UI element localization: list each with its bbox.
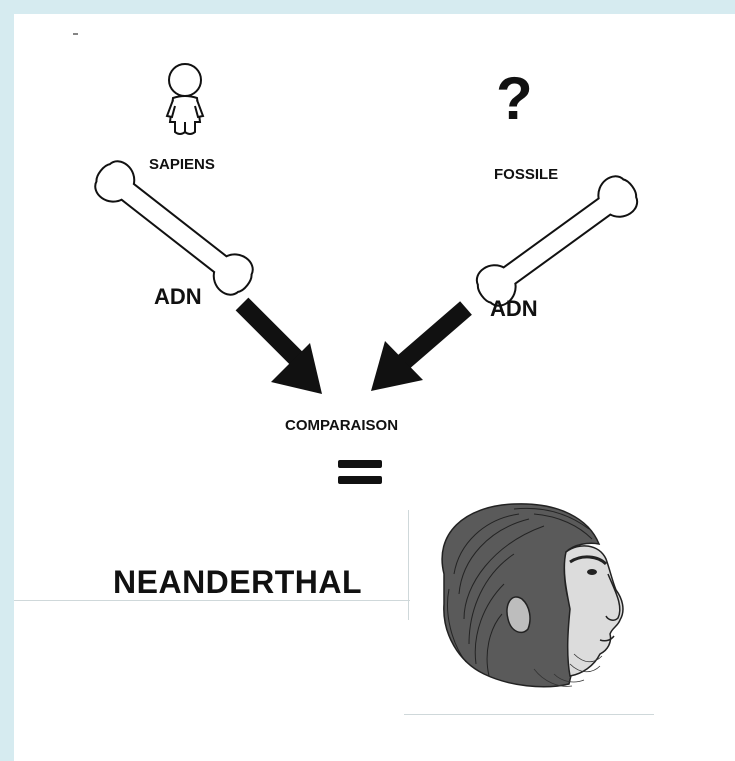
question-mark: ?: [496, 64, 533, 133]
neanderthal-label: NEANDERTHAL: [113, 564, 362, 601]
equals-icon: [338, 460, 382, 484]
comparaison-label: COMPARAISON: [285, 417, 398, 434]
sapiens-label: SAPIENS: [149, 156, 215, 173]
person-outline-icon: [167, 64, 203, 134]
bone-icon: [472, 172, 641, 309]
arrow-down-right-icon: [242, 304, 322, 394]
worksheet-page: ? SAPIENS FOSSILE ADN ADN COMPARAISON NE…: [14, 14, 735, 761]
adn-right-label: ADN: [490, 296, 538, 322]
neanderthal-head-illustration: [442, 504, 623, 687]
bone-icon: [91, 157, 258, 299]
adn-left-label: ADN: [154, 284, 202, 310]
diagram-graphics: [14, 14, 735, 761]
arrow-down-left-icon: [371, 308, 466, 391]
fossile-label: FOSSILE: [494, 166, 558, 183]
